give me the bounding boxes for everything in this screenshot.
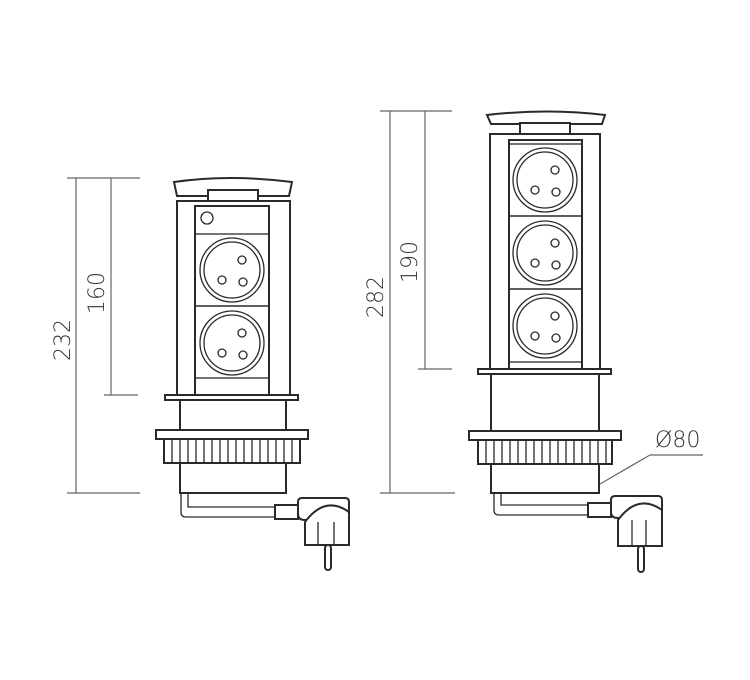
left-dimension-160: 160: [85, 178, 138, 396]
socket-icon: [194, 305, 270, 379]
led-indicator-icon: [200, 211, 214, 225]
plug-icon: [297, 497, 350, 571]
socket-icon: [508, 215, 583, 290]
lid: [172, 177, 294, 197]
plug-icon: [610, 495, 663, 573]
dim-label-190: 190: [398, 241, 423, 283]
right-unit: 282 190: [364, 110, 703, 573]
left-clamp-ring: [163, 438, 301, 464]
lid: [485, 110, 607, 125]
socket-icon: [508, 143, 583, 217]
dim-label-diameter: Ø80: [655, 428, 700, 453]
left-unit: 232 160: [51, 177, 350, 571]
dim-label-282: 282: [364, 276, 389, 318]
right-dimension-282: 282: [364, 110, 455, 494]
dim-label-232: 232: [51, 319, 76, 361]
socket-icon: [508, 288, 583, 363]
right-dimension-190: 190: [398, 111, 452, 370]
diameter-callout: Ø80: [599, 428, 703, 485]
left-dimension-232: 232: [51, 177, 140, 494]
dim-label-160: 160: [85, 272, 110, 314]
right-clamp-ring: [477, 439, 613, 465]
